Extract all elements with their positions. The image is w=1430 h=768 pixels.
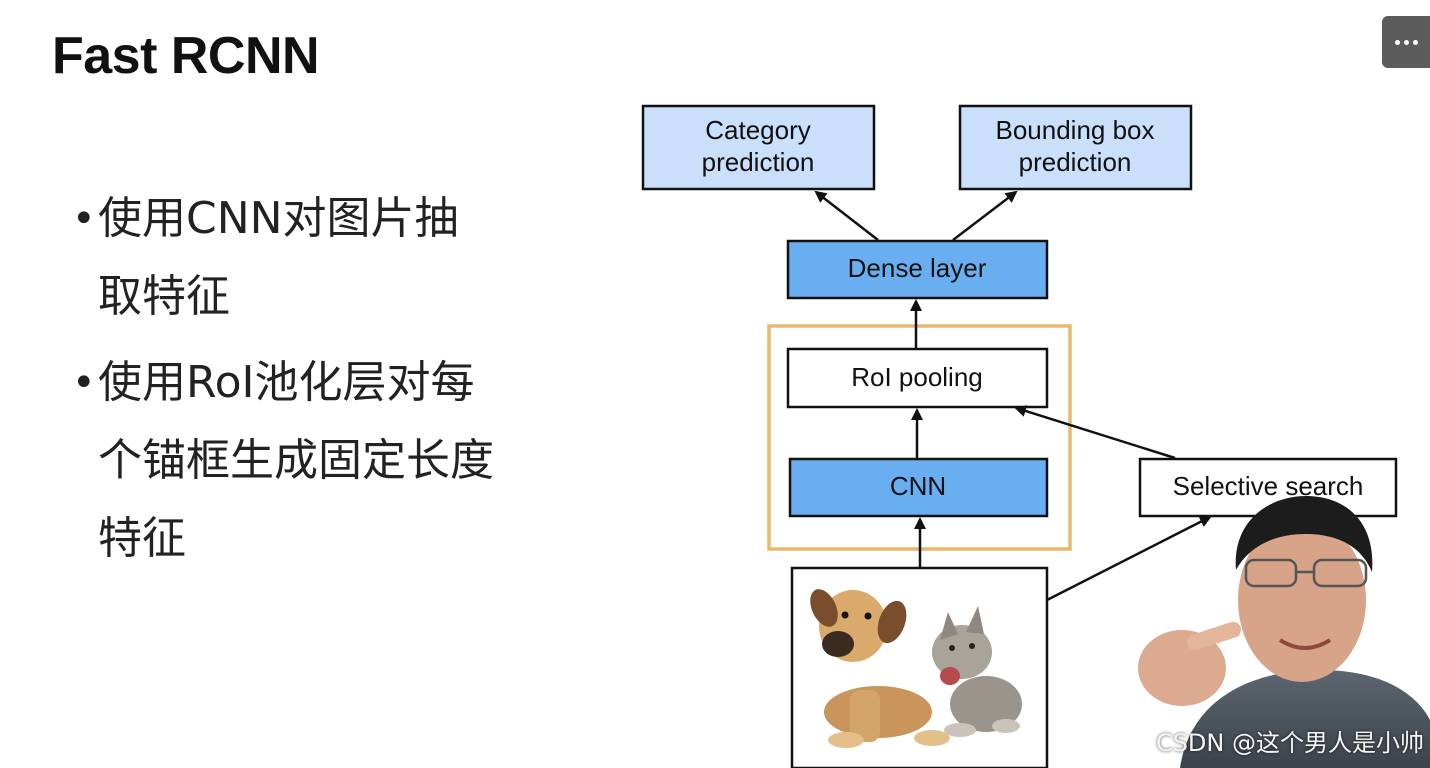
bullet-dot-icon: •: [72, 196, 96, 242]
watermark: CSDN @这个男人是小帅: [1155, 729, 1424, 757]
presenter-webcam: [1138, 496, 1430, 768]
bullet-dot-icon: •: [72, 360, 96, 406]
arrow-dense-to-category: [814, 190, 879, 241]
bbox-line-1: Bounding box: [995, 115, 1154, 145]
kitten-illustration: [932, 606, 1022, 737]
input-image: [790, 566, 1049, 768]
bullet-1-line-1: 使用CNN对图片抽: [98, 193, 459, 244]
category-prediction-box: Category prediction: [641, 104, 876, 191]
cnn-box: CNN: [788, 457, 1049, 518]
puppy-illustration: [810, 589, 950, 748]
bullet-1-line-2: 取特征: [98, 271, 230, 322]
cnn-label: CNN: [890, 471, 946, 501]
category-line-2: prediction: [702, 147, 815, 177]
bounding-box-prediction-box: Bounding box prediction: [958, 104, 1193, 191]
dense-layer-label: Dense layer: [848, 253, 987, 283]
more-dots-icon[interactable]: [1382, 16, 1430, 68]
bullet-2-line-3: 特征: [98, 513, 186, 564]
bullet-2-line-2: 个锚框生成固定长度: [98, 435, 494, 486]
category-line-1: Category: [705, 115, 811, 145]
roi-pooling-label: RoI pooling: [851, 362, 983, 392]
arrow-image-to-selective: [1046, 515, 1212, 602]
bullet-list: • 使用CNN对图片抽 取特征 • 使用RoI池化层对每 个锚框生成固定长度 特…: [70, 180, 590, 586]
bullet-2-line-1: 使用RoI池化层对每: [98, 357, 475, 408]
dense-layer-box: Dense layer: [786, 239, 1049, 300]
selective-search-box: Selective search: [1138, 457, 1398, 518]
bbox-line-2: prediction: [1019, 147, 1132, 177]
arrow-dense-to-bbox: [952, 190, 1018, 241]
slide-title: Fast RCNN: [52, 27, 320, 85]
diagram-arrows: [814, 190, 1212, 602]
roi-pooling-box: RoI pooling: [786, 347, 1049, 409]
arrow-selective-to-roi: [1014, 405, 1176, 460]
bullet-item-1: • 使用CNN对图片抽 取特征: [70, 180, 590, 336]
selective-search-label: Selective search: [1173, 471, 1364, 501]
bullet-item-2: • 使用RoI池化层对每 个锚框生成固定长度 特征: [70, 344, 590, 578]
